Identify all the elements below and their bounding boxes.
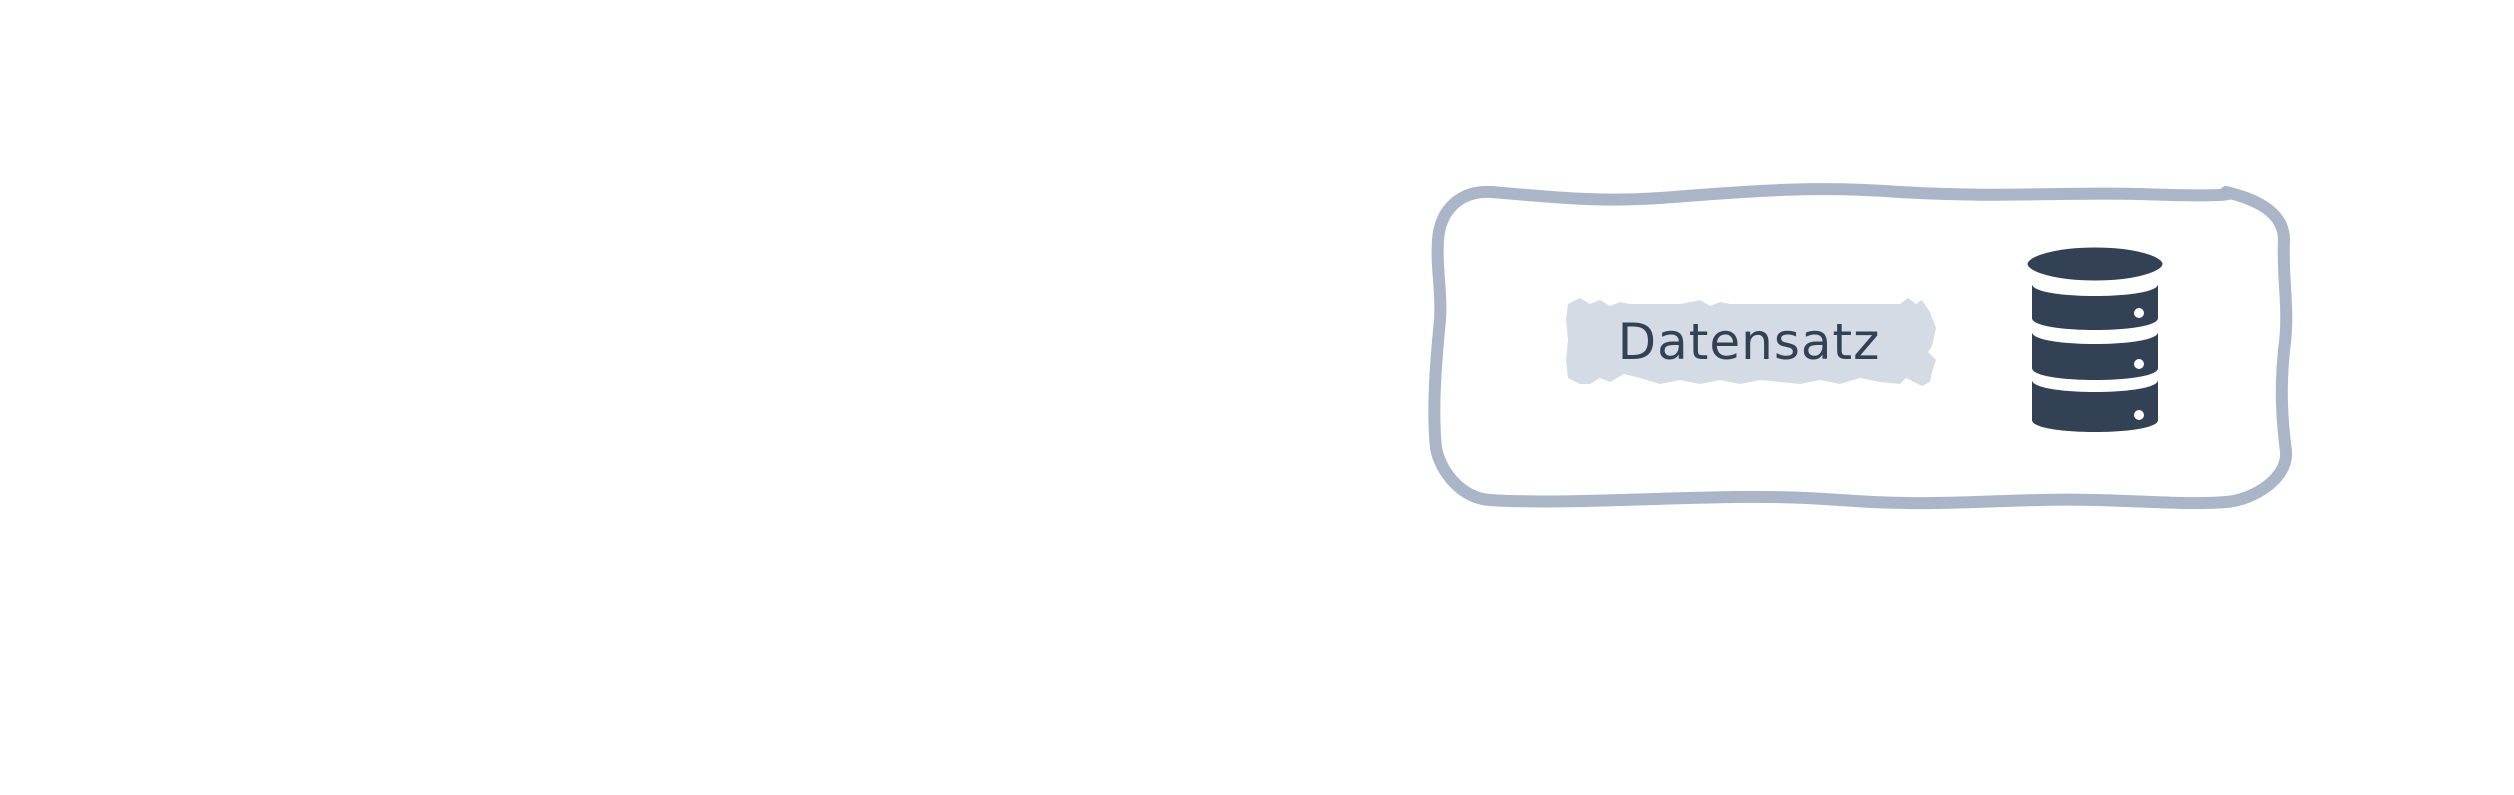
node-label: Datensatz <box>1617 313 1881 371</box>
database-icon <box>2022 242 2168 432</box>
